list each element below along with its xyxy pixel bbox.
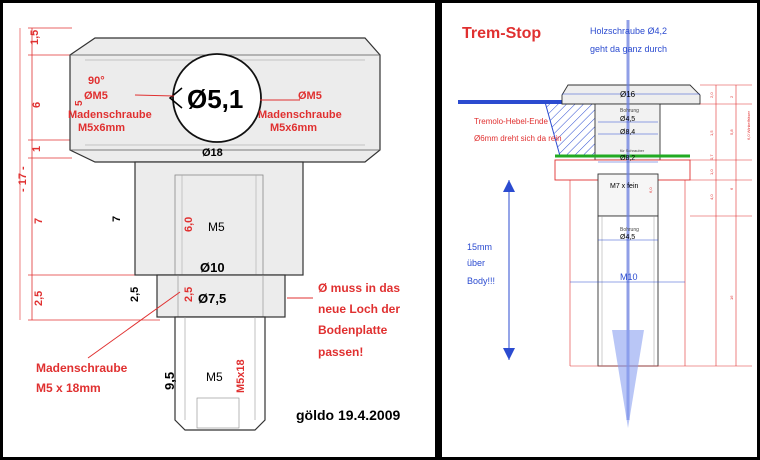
trem-head: [561, 84, 701, 105]
dim-total-length: - 17 -: [17, 166, 29, 192]
small-dim-2: 1,5: [709, 130, 714, 136]
left-leader-lines: [87, 94, 313, 359]
head-angle-label: 90°: [88, 75, 105, 87]
head-thread-right: ØM5: [298, 90, 322, 102]
dim-head-top: 1,5: [29, 30, 41, 45]
head-diameter-label: Ø18: [202, 147, 223, 159]
wood-screw-line2: geht da ganz durch: [590, 44, 667, 54]
part-shank: [134, 161, 304, 276]
side-dim-1: 2: [729, 95, 734, 98]
note-bottom-line2: neue Loch der: [318, 302, 400, 316]
over-body-arrow: [503, 180, 515, 360]
over-body-line2: über: [467, 258, 485, 268]
angle-marker: [168, 87, 183, 109]
dim-shank-length: 7: [33, 218, 45, 224]
head-grub-right-size: M5x6mm: [270, 122, 317, 134]
bottom-screw-length: M5x18: [235, 359, 247, 393]
wood-screw-arrow: [612, 20, 644, 428]
dim-step-length: 2,5: [33, 291, 45, 306]
over-body-line1: 15mm: [467, 242, 492, 252]
small-dim-3: 6,0: [648, 187, 653, 193]
side-dim-4: 6: [729, 187, 734, 190]
step-left-dim: 2,5: [129, 287, 141, 302]
note-grub-line1: Madenschraube: [36, 361, 128, 375]
side-dim-2: 5,8: [729, 129, 734, 135]
step-diameter-label: Ø7,5: [198, 291, 226, 306]
bore-small-label: Bohrung: [620, 108, 639, 114]
shank-thread-label: M5: [208, 220, 225, 234]
bore-caption-lower: Bohrung: [620, 227, 639, 233]
m10-label: M10: [620, 272, 638, 282]
head-bore-circle: [172, 53, 262, 143]
diameter-lines: [562, 93, 700, 283]
head-dia-label: Ø16: [620, 90, 636, 99]
thread-label: M7 x fein: [610, 183, 639, 190]
left-panel: 1,5 6 1 - 17 - 7 2,5 9,5 90° ØM5 ØM5 5 M…: [3, 3, 435, 457]
shank-seven-label: 7: [111, 216, 123, 222]
small-dim-1: 2,0: [709, 92, 714, 98]
note-bottom-line1: Ø muss in das: [318, 281, 400, 295]
bore-84-label: Ø8,4: [620, 129, 635, 136]
head-thread-left: ØM5: [84, 90, 108, 102]
bottom-thread-label: M5: [206, 370, 223, 384]
over-body-line3: Body!!!: [467, 276, 495, 286]
bore-45-label: Ø4,5: [620, 116, 635, 123]
tremolo-note-line2: Ø6mm dreht sich da rein: [474, 134, 562, 143]
head-grub-right: Madenschraube: [258, 109, 342, 121]
shank-diameter-label: Ø10: [200, 260, 225, 275]
note-grub-line2: M5 x 18mm: [36, 381, 101, 395]
bore-82-caption: für Schrauber: [620, 148, 645, 153]
small-dim-4: 0,7: [709, 154, 714, 160]
dim-bottom-length: 9,5: [162, 372, 177, 390]
small-dim-5: 1,0: [709, 169, 714, 175]
tremolo-note-line1: Tremolo-Hebel-Ende: [474, 117, 549, 126]
part-step: [156, 274, 286, 318]
wood-screw-line1: Holzschraube Ø4,2: [590, 26, 667, 36]
head-grub-left: Madenschraube: [68, 109, 152, 121]
right-dimension-lines: [685, 84, 752, 367]
step-right-dim: 2,5: [183, 287, 195, 302]
right-title: Trem-Stop: [462, 25, 541, 42]
note-bottom-line4: passen!: [318, 345, 363, 359]
dim-head-height: 6: [31, 102, 43, 108]
head-bore-label: Ø5,1: [187, 84, 243, 114]
dim-head-flange: 1: [31, 146, 43, 152]
signature-date: göldo 19.4.2009: [296, 407, 400, 423]
head-small-dim: 5: [74, 100, 85, 106]
side-dim-3: 6,0 Winkelfräser: [746, 110, 751, 140]
body-top-edge: [458, 100, 596, 104]
part-head: [69, 37, 381, 163]
right-panel: Trem-Stop Holzschraube Ø4,2 geht da ganz…: [442, 3, 757, 457]
bore-45-lower-label: Ø4,5: [620, 234, 635, 241]
bore-82-label: Ø8,2: [620, 155, 635, 162]
small-dim-6: 4,0: [709, 194, 714, 200]
head-grub-left-size: M5x6mm: [78, 122, 125, 134]
note-bottom-line3: Bodenplatte: [318, 323, 388, 337]
shank-depth-label: 6,0: [183, 217, 195, 232]
small-dim-7: 16: [729, 295, 734, 300]
part-bottom-screw: [174, 316, 266, 431]
